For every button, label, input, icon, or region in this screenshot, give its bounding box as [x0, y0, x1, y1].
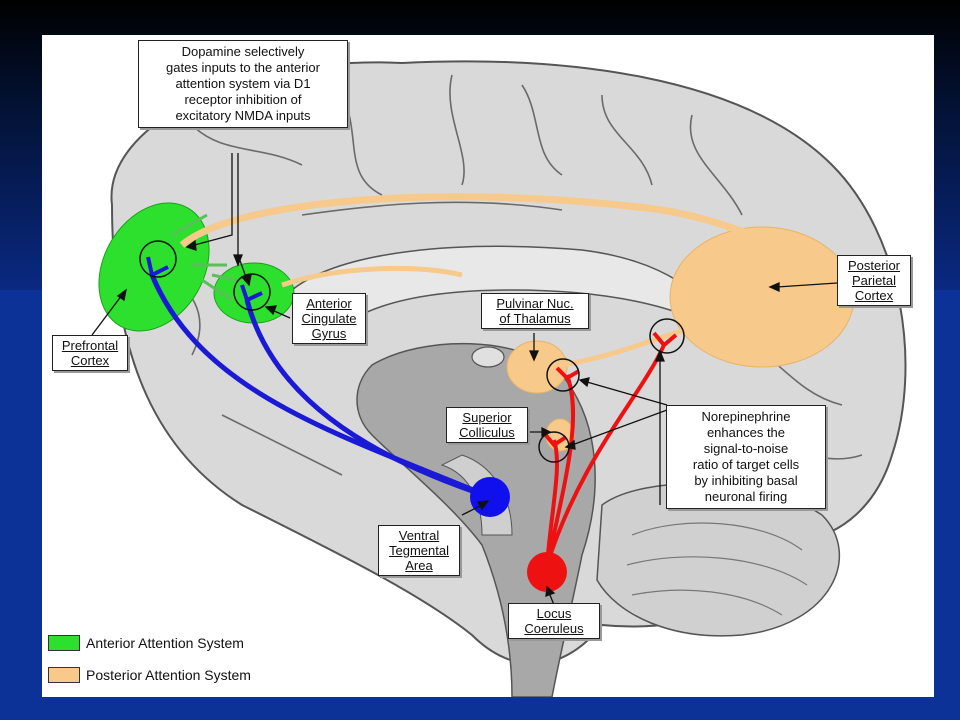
pulvinar-target-circle	[546, 358, 580, 392]
dopamine-callout-line: receptor inhibition of	[184, 92, 302, 107]
label-line: Anterior	[306, 296, 352, 311]
label-line: Cortex	[70, 353, 110, 368]
dopamine-callout-line: Dopamine selectively	[181, 44, 305, 59]
legend-label: Posterior Attention System	[86, 667, 251, 683]
label-line: Ventral	[398, 528, 440, 543]
legend-posterior-attention: Posterior Attention System	[48, 667, 251, 683]
dopamine-callout-line: excitatory NMDA inputs	[175, 108, 311, 123]
label-line: Cortex	[854, 288, 894, 303]
label-line: Gyrus	[311, 326, 347, 341]
cingulate-target-circle	[233, 273, 271, 311]
posterior-parietal-region	[669, 226, 855, 368]
dopamine-callout: Dopamine selectively gates inputs to the…	[138, 40, 348, 128]
label-line: Locus	[536, 606, 572, 621]
superior-colliculus-label: Superior Colliculus	[446, 407, 528, 443]
pulvinar-region	[506, 340, 568, 394]
label-line: Pulvinar Nuc.	[496, 296, 574, 311]
label-line: Colliculus	[459, 425, 515, 440]
label-line: of Thalamus	[499, 311, 571, 326]
label-line: Area	[405, 558, 433, 573]
dopamine-pathway-cingulate	[244, 299, 491, 500]
posterior-parietal-label: Posterior Parietal Cortex	[837, 255, 911, 306]
label-line: Cingulate	[301, 311, 357, 326]
ventral-tegmental-nucleus	[470, 477, 510, 517]
norepinephrine-callout-line: neuronal firing	[704, 489, 788, 504]
norepinephrine-pathway-pulvinar	[545, 374, 576, 566]
legend-swatch-orange	[48, 667, 80, 683]
norepinephrine-callout-line: by inhibiting basal	[694, 473, 798, 488]
label-line: Superior	[462, 410, 512, 425]
label-line: Prefrontal	[61, 338, 119, 353]
dopamine-callout-line: gates inputs to the anterior	[166, 60, 320, 75]
norepinephrine-callout: Norepinephrine enhances the signal-to-no…	[666, 405, 826, 509]
brain-diagram-panel: Dopamine selectively gates inputs to the…	[42, 35, 934, 697]
leader-arrows	[91, 153, 838, 606]
locus-coeruleus-label: Locus Coeruleus	[508, 603, 600, 639]
prefrontal-cortex-region	[98, 202, 210, 332]
norepinephrine-callout-line: enhances the	[706, 425, 786, 440]
ventral-tegmental-label: Ventral Tegmental Area	[378, 525, 460, 576]
posterior-attention-tract	[179, 193, 763, 248]
brain-sagittal-illustration	[91, 60, 907, 697]
label-line: Tegmental	[389, 543, 449, 558]
norepinephrine-pathway-parietal	[545, 344, 666, 566]
prefrontal-cortex-label: Prefrontal Cortex	[52, 335, 128, 371]
norepinephrine-callout-line: ratio of target cells	[692, 457, 800, 472]
norepinephrine-callout-line: Norepinephrine	[701, 409, 791, 424]
prefrontal-target-circle	[139, 240, 177, 278]
dopamine-callout-line: attention system via D1	[175, 76, 311, 91]
label-line: Parietal	[851, 273, 897, 288]
legend-swatch-green	[48, 635, 80, 651]
legend-label: Anterior Attention System	[86, 635, 244, 651]
parietal-target-circle	[649, 318, 685, 354]
label-line: Coeruleus	[524, 621, 584, 636]
locus-coeruleus-nucleus	[527, 552, 567, 592]
pulvinar-label: Pulvinar Nuc. of Thalamus	[481, 293, 589, 329]
label-line: Posterior	[847, 258, 901, 273]
legend-anterior-attention: Anterior Attention System	[48, 635, 244, 651]
norepinephrine-pathway-colliculus	[545, 439, 559, 566]
norepinephrine-callout-line: signal-to-noise	[703, 441, 789, 456]
anterior-cingulate-label: Anterior Cingulate Gyrus	[292, 293, 366, 344]
